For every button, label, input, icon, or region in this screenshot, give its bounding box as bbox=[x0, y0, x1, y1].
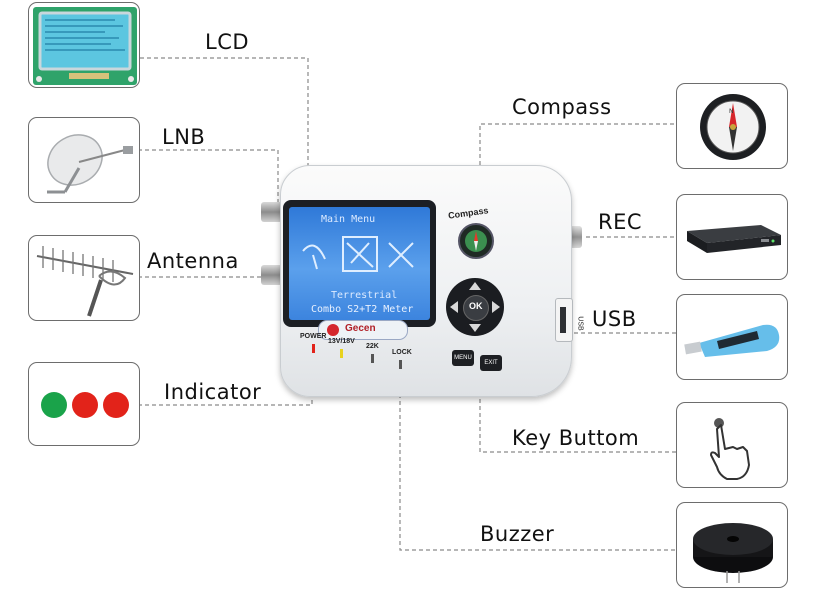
brand-logo-icon bbox=[327, 324, 339, 336]
svg-text:N: N bbox=[729, 108, 734, 115]
voltage-label: 13V/18V bbox=[328, 338, 355, 345]
callout-key-button: Key Buttom bbox=[512, 426, 640, 450]
indicator-dot-red-2 bbox=[103, 392, 129, 418]
usb-port-label: USB bbox=[576, 316, 584, 331]
ok-button[interactable]: OK bbox=[463, 295, 489, 321]
arrow-right-icon bbox=[492, 301, 500, 313]
buzzer-icon bbox=[693, 523, 773, 583]
device-compass bbox=[458, 223, 494, 259]
exit-button[interactable]: EXIT bbox=[480, 355, 502, 371]
line-buzzer bbox=[399, 366, 676, 551]
compass-icon: N bbox=[700, 94, 766, 160]
rec-box bbox=[676, 194, 788, 280]
model-label: Combo S2+T2 Meter bbox=[311, 304, 414, 315]
compass-box: N bbox=[676, 83, 788, 169]
lcd-mode: Terrestrial bbox=[331, 290, 398, 301]
voltage-led bbox=[340, 349, 343, 358]
lcd-menu-icons bbox=[302, 236, 414, 272]
lock-led bbox=[399, 360, 402, 369]
lcd-terrestrial-icon bbox=[342, 236, 378, 272]
callout-lcd: LCD bbox=[205, 30, 250, 54]
satellite-dish-icon bbox=[47, 134, 133, 194]
line-lcd bbox=[140, 57, 309, 245]
lnb-connector bbox=[261, 202, 283, 222]
usb-box bbox=[676, 294, 788, 380]
buzzer-box bbox=[676, 502, 788, 588]
callout-indicator: Indicator bbox=[164, 380, 262, 404]
lock-label: LOCK bbox=[392, 349, 412, 356]
lcd-menu-title: Main Menu bbox=[321, 214, 376, 225]
lcd-screen: Main Menu Terrestrial bbox=[289, 207, 430, 320]
antenna-connector bbox=[261, 265, 283, 285]
d-pad-arrows bbox=[450, 282, 500, 332]
usb-stick-icon bbox=[684, 324, 780, 357]
line-lnb bbox=[138, 149, 279, 210]
antenna-box bbox=[28, 235, 140, 321]
line-indicator bbox=[138, 332, 313, 406]
lcd-module-icon bbox=[33, 7, 137, 85]
indicator-dot-red-1 bbox=[72, 392, 98, 418]
d-pad[interactable]: OK bbox=[446, 278, 504, 336]
brand-name: Gecen bbox=[345, 323, 376, 334]
arrow-left-icon bbox=[450, 301, 458, 313]
lcd-tools-icon bbox=[388, 242, 414, 268]
indicator-box bbox=[28, 362, 140, 446]
usb-port bbox=[555, 298, 573, 342]
set-top-box-icon bbox=[687, 225, 781, 253]
lnb-box bbox=[28, 117, 140, 203]
antenna-icon bbox=[36, 246, 134, 317]
callout-buzzer: Buzzer bbox=[480, 522, 555, 546]
brand-badge: Gecen bbox=[318, 320, 408, 340]
callout-usb: USB bbox=[592, 307, 637, 331]
callout-lnb: LNB bbox=[162, 125, 206, 149]
key-button-box bbox=[676, 402, 788, 488]
hand-pointer-icon bbox=[710, 418, 750, 480]
menu-button[interactable]: MENU bbox=[452, 350, 474, 366]
compass-needle-icon bbox=[465, 230, 487, 252]
lcd-dish-icon bbox=[302, 244, 326, 260]
arrow-down-icon bbox=[469, 324, 481, 332]
power-led bbox=[312, 344, 315, 353]
tone-label: 22K bbox=[366, 343, 379, 350]
power-label: POWER bbox=[300, 333, 327, 340]
callout-antenna: Antenna bbox=[147, 249, 239, 273]
callout-rec: REC bbox=[598, 210, 643, 234]
indicator-dot-green bbox=[41, 392, 67, 418]
ok-label: OK bbox=[469, 301, 483, 311]
tone-led bbox=[371, 354, 374, 363]
callout-compass: Compass bbox=[512, 95, 612, 119]
lcd-panel-box bbox=[28, 2, 140, 88]
arrow-up-icon bbox=[469, 282, 481, 290]
line-compass bbox=[479, 123, 676, 200]
